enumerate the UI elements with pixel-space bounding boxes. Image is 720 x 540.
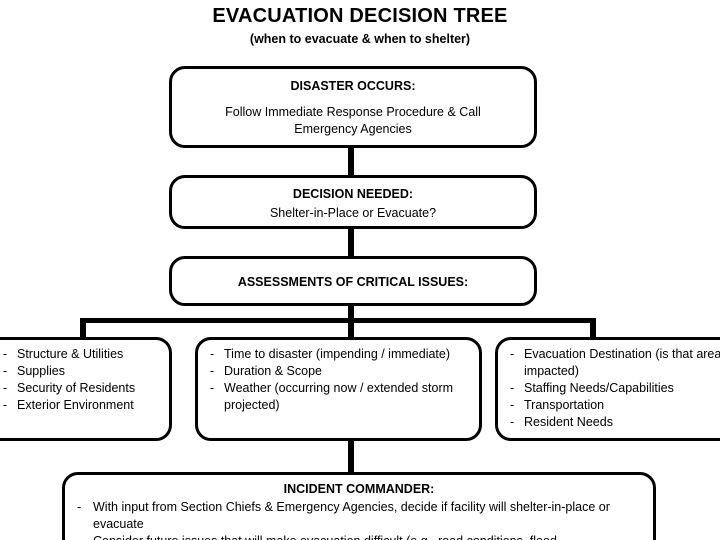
list-item-label: Security of Residents [17,381,136,395]
node-disaster-body-line-2: Emergency Agencies [294,122,412,136]
list-item: -Evacuation Destination (is that area im… [510,346,720,380]
list-item: -Transportation [510,397,720,414]
bullet-dash: - [510,398,515,412]
bullet-dash: - [210,347,215,361]
list-item: -With input from Section Chiefs & Emerge… [77,499,641,533]
list-item-label: Exterior Environment [17,398,134,412]
node-branch-disaster-timing[interactable]: -Time to disaster (impending / immediate… [195,337,482,441]
node-disaster-heading: DISASTER OCCURS: [290,79,416,93]
connector-branch-bar-to-left [80,318,86,340]
list-item: -Exterior Environment [3,397,159,414]
bullet-dash: - [77,533,81,540]
list-item: -Time to disaster (impending / immediate… [210,346,469,363]
branch-left-list: -Structure & Utilities -Supplies -Securi… [3,346,159,414]
list-item-label: With input from Section Chiefs & Emergen… [93,500,610,531]
list-item: -Staffing Needs/Capabilities [510,380,720,397]
list-item-label: Transportation [524,398,605,412]
bullet-dash: - [210,381,215,395]
connector-branch-bar-to-middle [348,318,354,340]
connector-branch-bar-to-right [590,318,596,340]
list-item-label: Evacuation Destination (is that area imp… [524,347,720,378]
connector-disaster-to-decision [348,145,354,177]
node-commander-heading: INCIDENT COMMANDER: [283,482,435,496]
list-item-label: Duration & Scope [224,364,322,378]
bullet-dash: - [510,347,515,361]
node-branch-facility-assessment[interactable]: -Structure & Utilities -Supplies -Securi… [0,337,172,441]
branch-middle-list: -Time to disaster (impending / immediate… [210,346,469,414]
list-item: -Structure & Utilities [3,346,159,363]
node-branch-evacuation-logistics[interactable]: -Evacuation Destination (is that area im… [495,337,720,441]
chart-title: EVACUATION DECISION TREE [212,5,508,27]
list-item-label: Staffing Needs/Capabilities [524,381,674,395]
bullet-dash: - [3,347,8,361]
node-disaster-occurs[interactable]: DISASTER OCCURS: Follow Immediate Respon… [169,66,537,148]
list-item: -Duration & Scope [210,363,469,380]
connector-decision-to-assessments [348,226,354,258]
connector-branch-bar [80,318,596,323]
list-item: -Security of Residents [3,380,159,397]
list-item-label: Structure & Utilities [17,347,124,361]
branch-right-list: -Evacuation Destination (is that area im… [510,346,720,431]
bullet-dash: - [3,398,8,412]
node-assessments-of-critical-issues[interactable]: ASSESSMENTS OF CRITICAL ISSUES: [169,256,537,306]
chart-subtitle: (when to evacuate & when to shelter) [249,32,471,46]
bullet-dash: - [210,364,215,378]
node-decision-body-line-1: Shelter-in-Place or Evacuate? [269,206,437,220]
bullet-dash: - [3,381,8,395]
list-item: -Supplies [3,363,159,380]
bullet-dash: - [77,500,82,514]
bullet-dash: - [510,381,515,395]
list-item: -Weather (occurring now / extended storm… [210,380,469,414]
list-item: - Consider future issues that will make e… [77,533,641,540]
node-incident-commander[interactable]: INCIDENT COMMANDER: -With input from Sec… [62,472,656,540]
node-disaster-body-line-1: Follow Immediate Response Procedure & Ca… [225,105,481,119]
list-item-label: Resident Needs [524,415,613,429]
list-item-label: Supplies [17,364,65,378]
connector-assessments-stem [348,304,354,324]
list-item-label: Time to disaster (impending / immediate) [224,347,451,361]
bullet-dash: - [510,415,515,429]
connector-branch-to-commander [348,439,354,475]
node-decision-heading: DECISION NEEDED: [292,187,414,201]
commander-list: -With input from Section Chiefs & Emerge… [77,499,641,540]
node-decision-needed[interactable]: DECISION NEEDED: Shelter-in-Place or Eva… [169,175,537,229]
list-item-label: Consider future issues that will make ev… [93,534,557,540]
node-assessments-heading: ASSESSMENTS OF CRITICAL ISSUES: [237,275,469,289]
list-item: -Resident Needs [510,414,720,431]
bullet-dash: - [3,364,8,378]
list-item-label: Weather (occurring now / extended storm … [224,381,454,412]
